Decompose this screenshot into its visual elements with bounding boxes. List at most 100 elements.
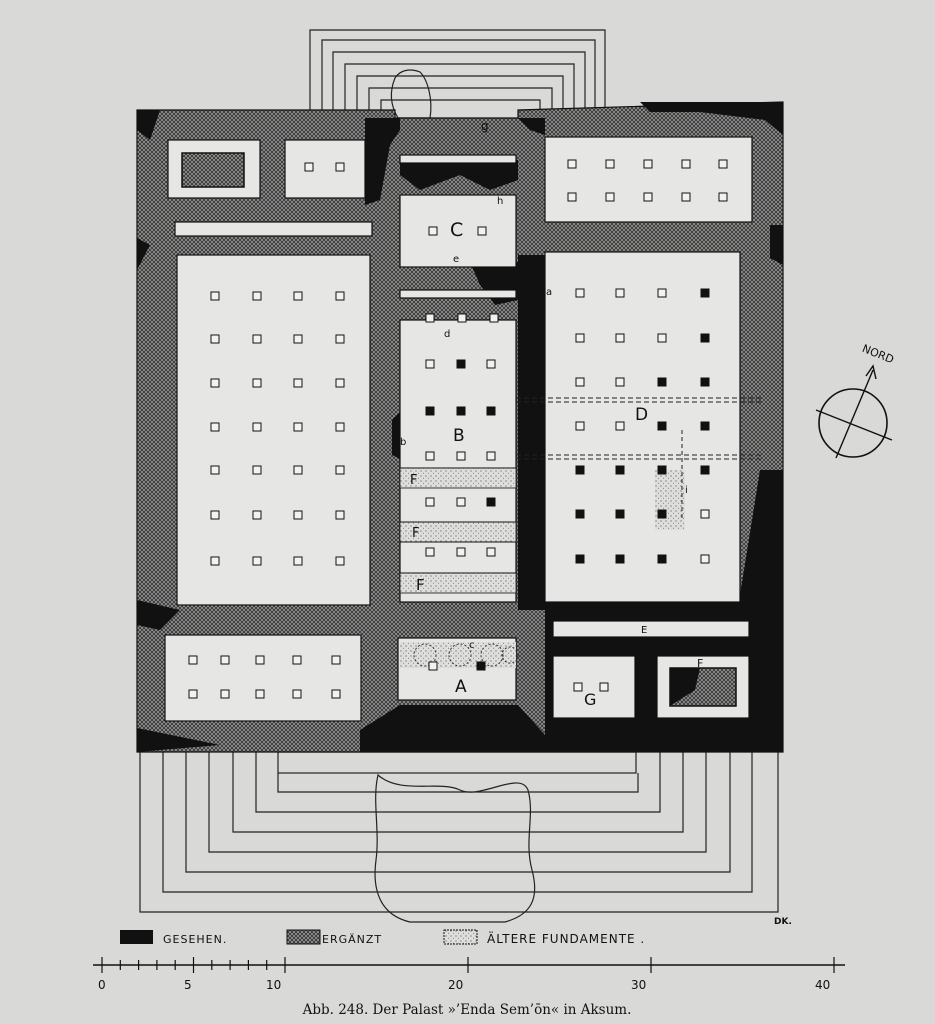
room-label-f-small: F [697, 657, 703, 670]
pillar [210, 334, 220, 344]
room-label-f3: F [416, 576, 425, 594]
room-label-a: A [455, 677, 467, 697]
room-labels: A B C D E F G F F F [410, 219, 703, 709]
pillar [486, 547, 496, 557]
north-terrace-steps [309, 29, 606, 119]
pillar [615, 333, 625, 343]
pillar [335, 334, 345, 344]
pillar-seen [575, 554, 585, 564]
pillar [210, 465, 220, 475]
compass-label: NORD [860, 342, 895, 366]
pillar [567, 159, 577, 169]
pillar [575, 288, 585, 298]
pillar-seen [700, 333, 710, 343]
pillar-seen [456, 359, 466, 369]
pillar [575, 377, 585, 387]
pillar [425, 451, 435, 461]
pillar [293, 291, 303, 301]
pillar-seen [615, 465, 625, 475]
legend-swatch-seen [120, 930, 153, 944]
pillar [428, 661, 438, 671]
pillar [643, 192, 653, 202]
pillar [456, 451, 466, 461]
pillar [335, 291, 345, 301]
pillar [293, 556, 303, 566]
pillar [599, 682, 609, 692]
pillar [425, 359, 435, 369]
legend-label-seen: GESEHEN. [163, 933, 227, 946]
pillar [252, 422, 262, 432]
scale-label-30: 30 [631, 978, 646, 992]
pillar [605, 192, 615, 202]
pillar [477, 226, 487, 236]
pillar [615, 288, 625, 298]
pillar-seen [700, 377, 710, 387]
pillar-seen [456, 406, 466, 416]
nw-inner-court [181, 152, 245, 188]
pillars [188, 159, 728, 699]
pillar [210, 378, 220, 388]
pillar [615, 377, 625, 387]
legend-label-reconstructed: ERGÄNZT [322, 933, 382, 946]
pillar-seen [657, 421, 667, 431]
pillar [456, 497, 466, 507]
older-foundation-circles [413, 643, 519, 667]
pillar [615, 421, 625, 431]
signature: DK. [774, 917, 792, 927]
pillar [210, 422, 220, 432]
room-label-f1: F [410, 473, 417, 488]
room-label-e: E [641, 625, 647, 636]
pillar [425, 497, 435, 507]
pillar [457, 313, 467, 323]
pillar [486, 359, 496, 369]
pillar-seen [657, 554, 667, 564]
pillar [657, 333, 667, 343]
pillar-seen [425, 406, 435, 416]
mark-h: h [497, 196, 503, 207]
pillar [210, 291, 220, 301]
pillar [304, 162, 314, 172]
pillar [425, 547, 435, 557]
pillar [718, 159, 728, 169]
pillar [567, 192, 577, 202]
pillar [425, 313, 435, 323]
pillar [252, 291, 262, 301]
scale-label-5: 5 [184, 978, 192, 992]
legend-swatch-older [443, 929, 478, 945]
pillar [335, 162, 345, 172]
room-label-f2: F [412, 526, 419, 541]
pillar [292, 655, 302, 665]
pillar-seen [700, 421, 710, 431]
pillar-seen [486, 406, 496, 416]
pillar [188, 655, 198, 665]
pillar [252, 510, 262, 520]
legend-label-older: ÄLTERE FUNDAMENTE . [487, 931, 645, 946]
pillar [255, 689, 265, 699]
pillar-seen [615, 554, 625, 564]
pillar [331, 689, 341, 699]
pillar [252, 556, 262, 566]
older-foundations [399, 467, 685, 668]
scale-bar [93, 957, 845, 973]
mark-i: i [685, 485, 688, 496]
pillar [210, 556, 220, 566]
pillar [188, 689, 198, 699]
pillar [292, 689, 302, 699]
pillar [575, 333, 585, 343]
pillar [331, 655, 341, 665]
pillar [718, 192, 728, 202]
pillar [681, 192, 691, 202]
pillar [255, 655, 265, 665]
pillar [335, 378, 345, 388]
pillar [573, 682, 583, 692]
pillar [220, 689, 230, 699]
scale-label-20: 20 [448, 978, 463, 992]
pillar [681, 159, 691, 169]
d-section-lines [516, 397, 762, 520]
room-label-b: B [453, 426, 465, 446]
pillar [293, 334, 303, 344]
pillar [575, 421, 585, 431]
pillar-seen [700, 465, 710, 475]
pillar-seen [615, 509, 625, 519]
